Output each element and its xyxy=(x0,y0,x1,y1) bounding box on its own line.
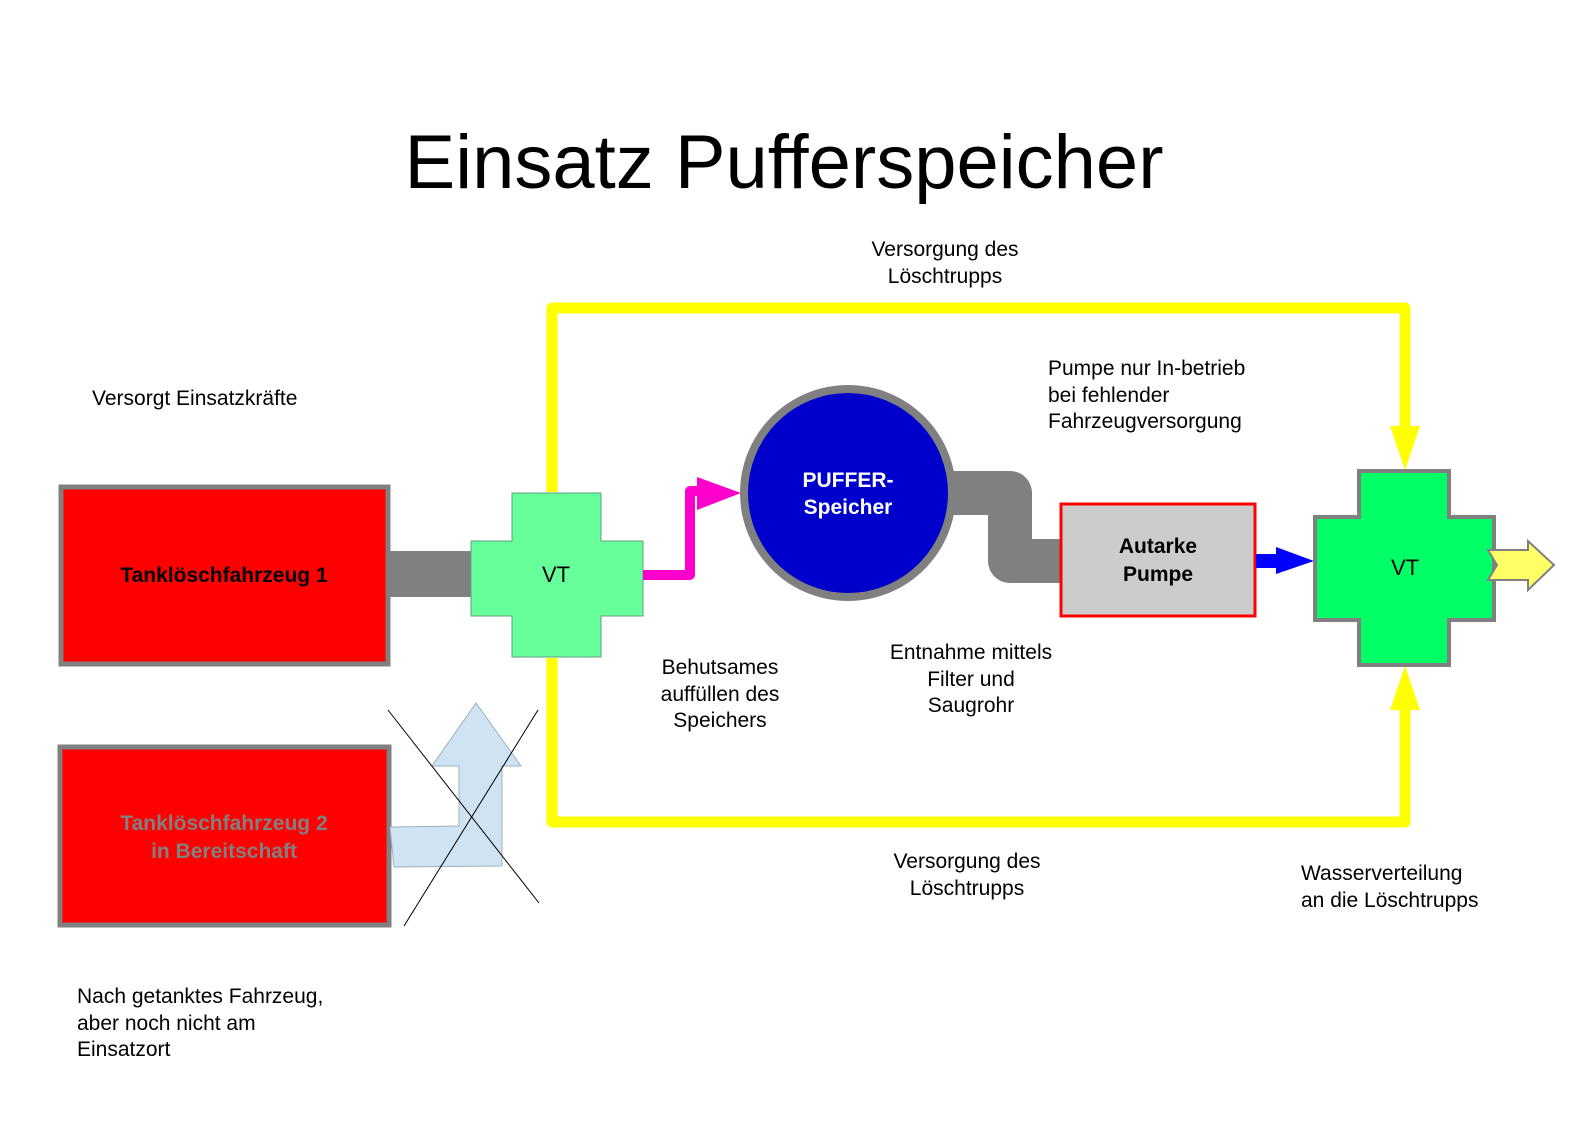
supply-arrowhead-down xyxy=(1390,426,1420,470)
fill-line-arrowhead xyxy=(697,477,741,510)
pump-label-line2: Pumpe xyxy=(1123,563,1193,586)
vt-right-distributor[interactable] xyxy=(1313,469,1496,667)
vehicle-2-box[interactable] xyxy=(57,744,392,928)
annotation-careful-fill: Behutsames auffüllen des Speichers xyxy=(660,656,780,732)
annotation-extraction: Entnahme mittels Filter und Saugrohr xyxy=(889,641,1053,717)
annotation-distribution: Wasserverteilung an die Löschtrupps xyxy=(1301,862,1479,912)
annotation-refueled-vehicle: Nach getanktes Fahrzeug, aber noch nicht… xyxy=(77,985,324,1061)
hose-buffer-pump xyxy=(950,471,1062,583)
vehicle-2-label-line2: in Bereitschaft xyxy=(151,840,297,863)
fill-line xyxy=(643,486,700,580)
vt-left-label: VT xyxy=(542,562,570,587)
annotation-top-supply: Versorgung des Löschtrupps xyxy=(871,238,1019,288)
vehicle-2-label-line1: Tanklöschfahrzeug 2 xyxy=(120,812,327,835)
buffer-tank[interactable] xyxy=(740,385,956,601)
buffer-label-line1: PUFFER- xyxy=(803,469,894,492)
pump-label-line1: Autarke xyxy=(1119,535,1197,558)
vehicle-1-label: Tanklöschfahrzeug 1 xyxy=(120,564,328,587)
vehicle-1-box[interactable] xyxy=(58,484,391,667)
annotation-pump-note: Pumpe nur In-betrieb bei fehlender Fahrz… xyxy=(1048,357,1246,433)
buffer-label-line2: Speicher xyxy=(804,496,893,519)
pump-arrow-head xyxy=(1276,547,1314,574)
cross-out-line-2 xyxy=(403,709,539,927)
standby-arrow xyxy=(389,702,522,868)
cross-out-line-1 xyxy=(387,709,540,904)
pump-arrow-shaft xyxy=(1256,554,1278,568)
hose-vehicle1-vt xyxy=(390,551,472,597)
supply-arrowhead-up xyxy=(1390,666,1420,710)
pump-box[interactable] xyxy=(1059,502,1257,618)
supply-line-bottom xyxy=(546,658,1411,828)
supply-line-top xyxy=(546,302,1411,492)
vt-left-distributor[interactable] xyxy=(470,492,644,658)
annotation-bottom-supply: Versorgung des Löschtrupps xyxy=(893,850,1041,900)
diagram-title: Einsatz Pufferspeicher xyxy=(404,120,1164,205)
annotation-supplies-forces: Versorgt Einsatzkräfte xyxy=(92,387,298,410)
outlet-arrow xyxy=(1486,538,1556,593)
vt-right-label: VT xyxy=(1391,555,1419,580)
